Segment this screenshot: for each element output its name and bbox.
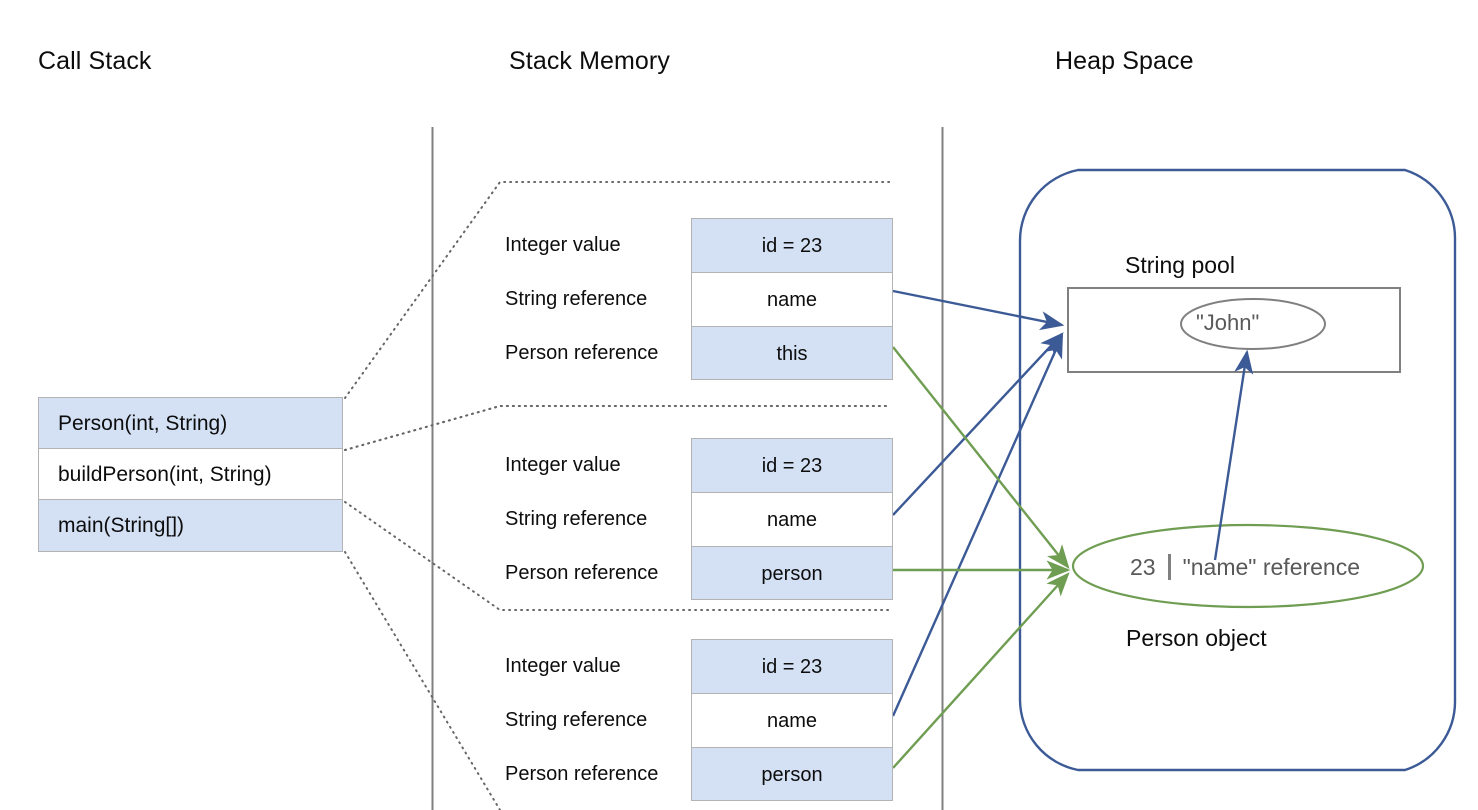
slot-label-person-reference: Person reference <box>505 342 659 364</box>
slot-label-integer-value: Integer value <box>505 454 621 476</box>
heap-space-container <box>1018 168 1457 772</box>
stack-frame-row: Person reference person <box>505 546 895 600</box>
slot-value-string-reference[interactable]: name <box>691 693 893 747</box>
stack-frame-row: Person reference person <box>505 747 895 801</box>
call-stack-frame-main[interactable]: main(String[]) <box>39 500 342 551</box>
column-title-heap-space: Heap Space <box>1055 47 1194 75</box>
string-pool-label: String pool <box>1125 252 1235 278</box>
slot-label-integer-value: Integer value <box>505 655 621 677</box>
slot-value-string-reference[interactable]: name <box>691 272 893 326</box>
call-stack-frame-person[interactable]: Person(int, String) <box>39 398 342 449</box>
person-object-fields: 23 "name" reference <box>1130 554 1360 581</box>
stack-frame-row: Integer value id = 23 <box>505 218 895 272</box>
leader-dotted-frame-0 <box>344 181 891 399</box>
slot-label-person-reference: Person reference <box>505 763 659 785</box>
slot-value-person-reference[interactable]: this <box>691 326 893 380</box>
arrow-person-ref-frame-0 <box>892 346 1070 569</box>
stack-frame-person: Integer value id = 23 String reference n… <box>505 218 895 380</box>
leader-dotted-frame-2 <box>344 551 501 810</box>
slot-value-string-reference[interactable]: name <box>691 492 893 546</box>
slot-value-person-reference[interactable]: person <box>691 546 893 600</box>
stack-frame-main: Integer value id = 23 String reference n… <box>505 639 895 801</box>
slot-value-integer-value[interactable]: id = 23 <box>691 639 893 693</box>
stack-frame-row: String reference name <box>505 693 895 747</box>
slot-value-person-reference[interactable]: person <box>691 747 893 801</box>
call-stack-container: Person(int, String) buildPerson(int, Str… <box>38 397 343 552</box>
person-object-label: Person object <box>1126 625 1267 651</box>
slot-label-integer-value: Integer value <box>505 234 621 256</box>
person-name-reference: "name" reference <box>1182 554 1361 580</box>
string-literal-oval <box>1180 298 1326 350</box>
leader-dotted-frame-1 <box>344 405 891 451</box>
string-literal-text: "John" <box>1196 310 1260 335</box>
person-object-oval <box>1071 523 1425 609</box>
slot-label-string-reference: String reference <box>505 288 648 310</box>
slot-label-string-reference: String reference <box>505 508 648 530</box>
call-stack-frame-buildperson[interactable]: buildPerson(int, String) <box>39 449 342 500</box>
arrow-name-ref-frame-1 <box>892 332 1064 516</box>
arrow-person-ref-frame-2 <box>892 572 1070 769</box>
person-id-value: 23 <box>1130 554 1156 580</box>
arrow-name-ref-frame-0 <box>892 289 1065 331</box>
arrow-name-ref-frame-2 <box>891 333 1064 717</box>
slot-value-integer-value[interactable]: id = 23 <box>691 218 893 272</box>
arrow-person-name-to-literal <box>1213 349 1254 561</box>
stack-frame-row: String reference name <box>505 492 895 546</box>
column-title-call-stack: Call Stack <box>38 47 152 75</box>
stack-frame-buildperson: Integer value id = 23 String reference n… <box>505 438 895 600</box>
slot-label-string-reference: String reference <box>505 709 648 731</box>
stack-frame-row: Person reference this <box>505 326 895 380</box>
column-title-stack-memory: Stack Memory <box>509 47 670 75</box>
stack-frame-row: Integer value id = 23 <box>505 639 895 693</box>
slot-label-person-reference: Person reference <box>505 562 659 584</box>
slot-value-integer-value[interactable]: id = 23 <box>691 438 893 492</box>
stack-frame-row: Integer value id = 23 <box>505 438 895 492</box>
stack-frame-row: String reference name <box>505 272 895 326</box>
field-divider <box>1167 554 1171 580</box>
